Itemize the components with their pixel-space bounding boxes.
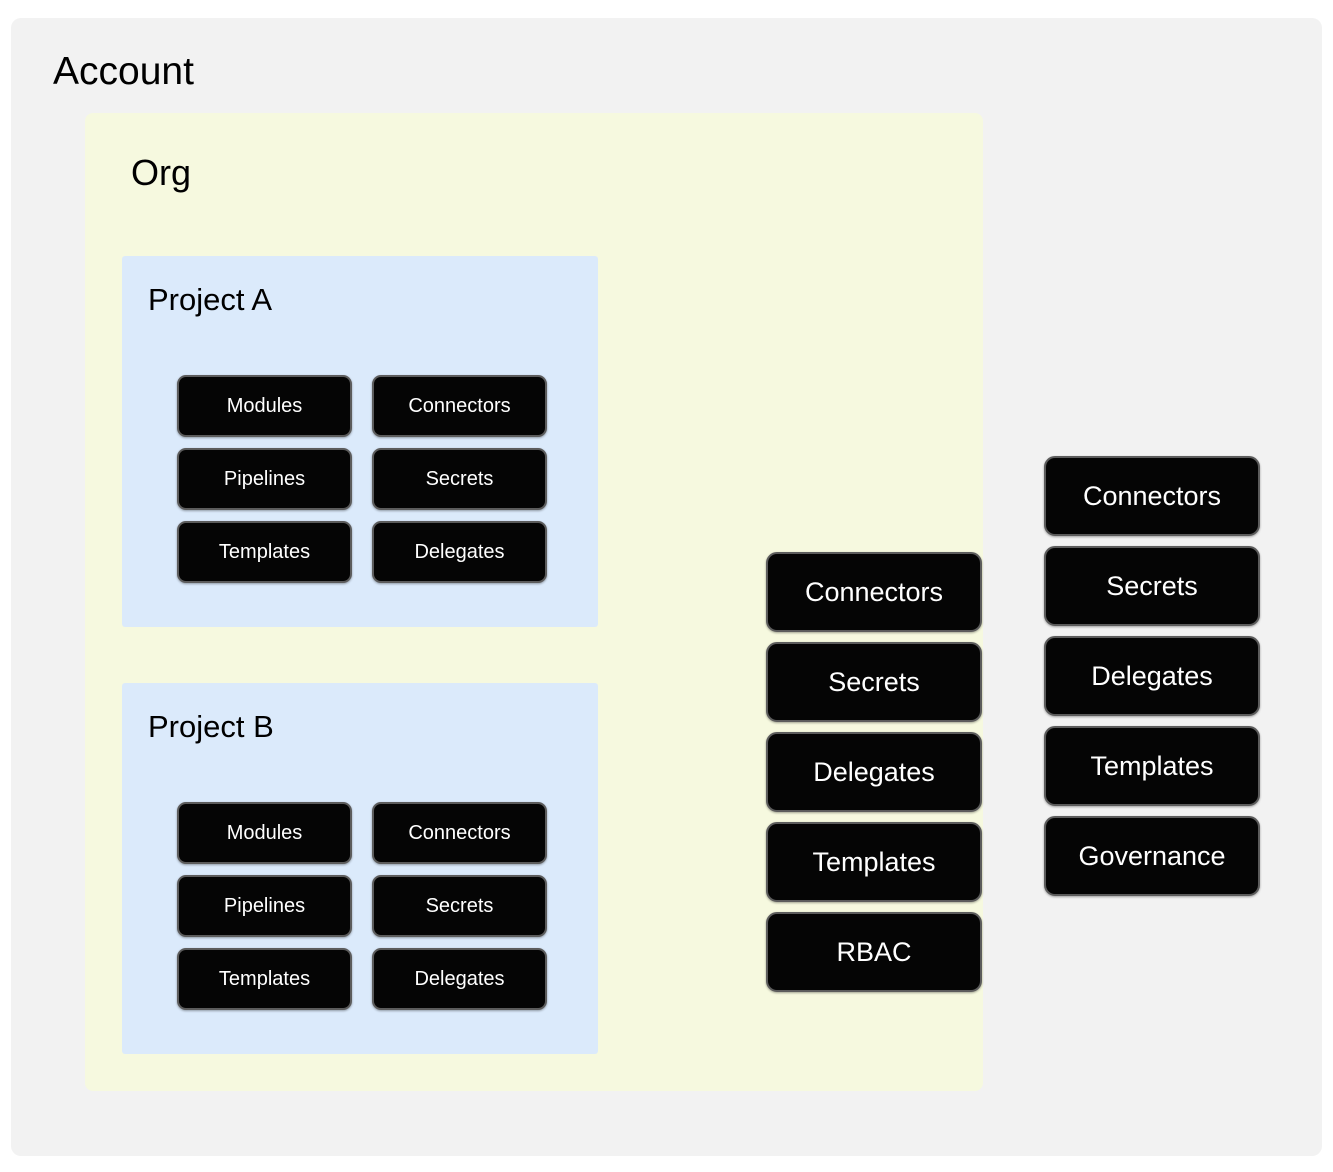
- project-b-chip-templates[interactable]: Templates: [177, 948, 352, 1010]
- project-a-chip-connectors[interactable]: Connectors: [372, 375, 547, 437]
- project-a-title: Project A: [148, 282, 273, 317]
- project-a-container: Project A Modules Connectors Pipelines S…: [122, 256, 598, 627]
- org-scope-container: Org Project A Modules Connectors Pipelin…: [85, 113, 983, 1091]
- project-a-chip-delegates[interactable]: Delegates: [372, 521, 547, 583]
- project-b-chip-modules[interactable]: Modules: [177, 802, 352, 864]
- project-a-chip-templates[interactable]: Templates: [177, 521, 352, 583]
- project-b-chip-delegates[interactable]: Delegates: [372, 948, 547, 1010]
- project-a-chip-pipelines[interactable]: Pipelines: [177, 448, 352, 510]
- org-chip-connectors[interactable]: Connectors: [766, 552, 982, 632]
- project-a-chip-secrets[interactable]: Secrets: [372, 448, 547, 510]
- org-chip-secrets[interactable]: Secrets: [766, 642, 982, 722]
- project-b-chip-connectors[interactable]: Connectors: [372, 802, 547, 864]
- project-b-resource-grid: Modules Connectors Pipelines Secrets Tem…: [177, 802, 547, 1010]
- project-b-chip-pipelines[interactable]: Pipelines: [177, 875, 352, 937]
- account-chip-templates[interactable]: Templates: [1044, 726, 1260, 806]
- org-resource-column: Connectors Secrets Delegates Templates R…: [766, 552, 982, 992]
- account-scope-container: Account Org Project A Modules Connectors…: [11, 18, 1322, 1156]
- account-resource-column: Connectors Secrets Delegates Templates G…: [1044, 456, 1260, 896]
- project-b-container: Project B Modules Connectors Pipelines S…: [122, 683, 598, 1054]
- account-chip-governance[interactable]: Governance: [1044, 816, 1260, 896]
- project-b-title: Project B: [148, 709, 274, 744]
- account-chip-secrets[interactable]: Secrets: [1044, 546, 1260, 626]
- org-scope-title: Org: [131, 152, 192, 193]
- account-chip-delegates[interactable]: Delegates: [1044, 636, 1260, 716]
- org-chip-rbac[interactable]: RBAC: [766, 912, 982, 992]
- project-b-chip-secrets[interactable]: Secrets: [372, 875, 547, 937]
- org-chip-delegates[interactable]: Delegates: [766, 732, 982, 812]
- account-chip-connectors[interactable]: Connectors: [1044, 456, 1260, 536]
- project-a-chip-modules[interactable]: Modules: [177, 375, 352, 437]
- org-chip-templates[interactable]: Templates: [766, 822, 982, 902]
- project-a-resource-grid: Modules Connectors Pipelines Secrets Tem…: [177, 375, 547, 583]
- account-scope-title: Account: [53, 50, 194, 93]
